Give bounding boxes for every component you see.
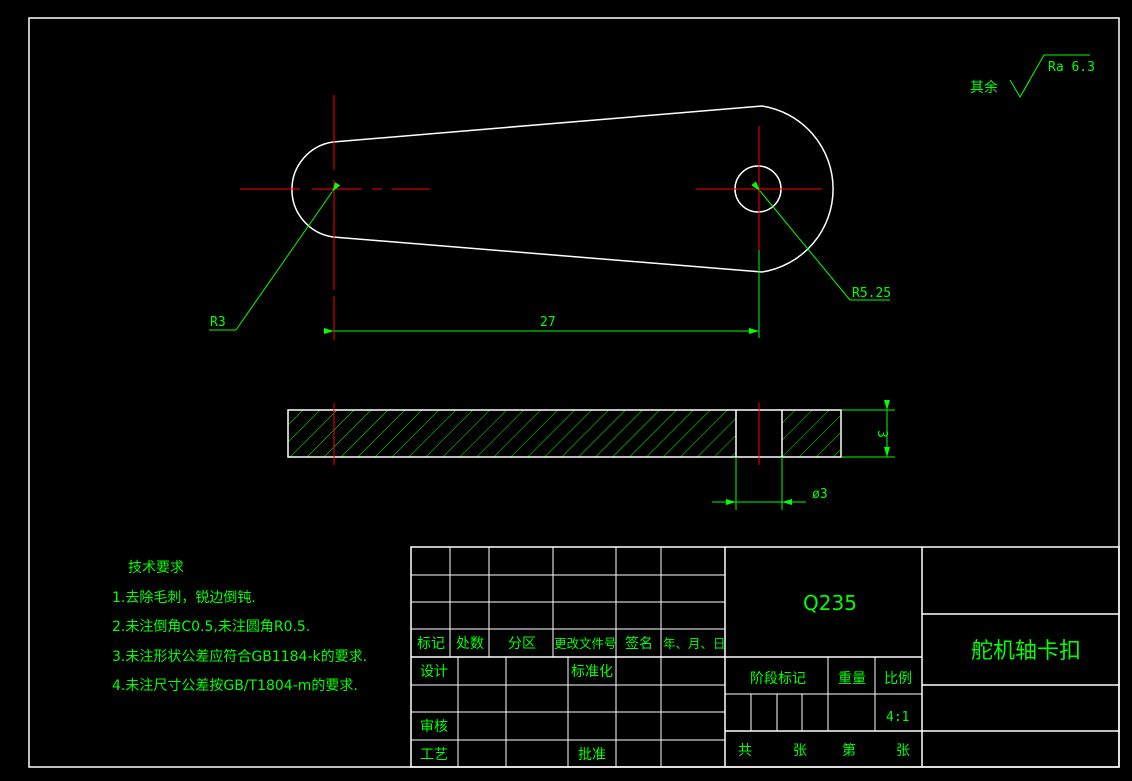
thickness-dimension — [842, 400, 895, 458]
sheet-label: 张 — [793, 743, 807, 759]
tech-item: 2.未注倒角C0.5,未注圆角R0.5. — [112, 619, 310, 635]
title-block-text: 标记 处数 分区 更改文件号 签名 年、月、日 设计 标准化 审核 工艺 批准 … — [417, 591, 1081, 763]
weight-label: 重量 — [838, 671, 866, 687]
scale-value: 4:1 — [886, 710, 909, 725]
surface-finish: 其余 Ra 6.3 — [970, 54, 1095, 98]
part-outline — [291, 105, 834, 273]
dim-r3: R3 — [210, 315, 226, 330]
tech-item: 1.去除毛刺，锐边倒钝. — [112, 590, 256, 606]
material: Q235 — [803, 591, 857, 615]
rev-header: 分区 — [508, 636, 536, 652]
dim-length: 27 — [540, 315, 556, 330]
hole-dimension — [712, 457, 806, 510]
process-label: 工艺 — [420, 747, 448, 763]
dim-thickness: 3 — [874, 430, 889, 438]
tech-requirements: 技术要求 1.去除毛刺，锐边倒钝. 2.未注倒角C0.5,未注圆角R0.5. 3… — [112, 560, 367, 694]
rev-header: 更改文件号 — [554, 636, 617, 651]
dim-r525: R5.25 — [852, 286, 891, 301]
rev-header: 处数 — [456, 636, 484, 652]
rev-header: 年、月、日 — [663, 636, 726, 651]
roughness-value: Ra 6.3 — [1048, 60, 1095, 75]
tech-item: 4.未注尺寸公差按GB/T1804-m的要求. — [112, 678, 358, 694]
rev-header: 签名 — [625, 635, 653, 652]
scale-label: 比例 — [884, 671, 912, 687]
length-dimension — [324, 250, 760, 338]
dim-hole: ø3 — [812, 487, 828, 502]
tech-title: 技术要求 — [128, 560, 184, 576]
page-label: 第 — [842, 742, 856, 759]
title-block — [410, 546, 1120, 768]
sheet-label-2: 张 — [896, 743, 910, 759]
rev-header: 标记 — [417, 636, 445, 652]
roughness-symbol-icon — [1009, 54, 1090, 98]
r525-leader — [751, 181, 851, 301]
side-view: 3 ø3 — [287, 400, 895, 510]
standardization-label: 标准化 — [571, 664, 613, 680]
r3-leader — [235, 182, 341, 331]
review-label: 审核 — [420, 719, 448, 735]
stage-mark-label: 阶段标记 — [750, 671, 806, 687]
top-view: R3 R5.25 27 — [209, 95, 891, 340]
tech-item: 3.未注形状公差应符合GB1184-k的要求. — [112, 648, 367, 665]
part-name: 舵机轴卡扣 — [971, 639, 1081, 664]
total-label: 共 — [738, 743, 752, 759]
hatch-left — [288, 410, 736, 457]
design-label: 设计 — [420, 664, 448, 680]
surface-finish-label: 其余 — [970, 79, 998, 96]
hatch-right — [782, 410, 840, 457]
approval-label: 批准 — [578, 747, 606, 763]
section-outline — [287, 409, 842, 458]
